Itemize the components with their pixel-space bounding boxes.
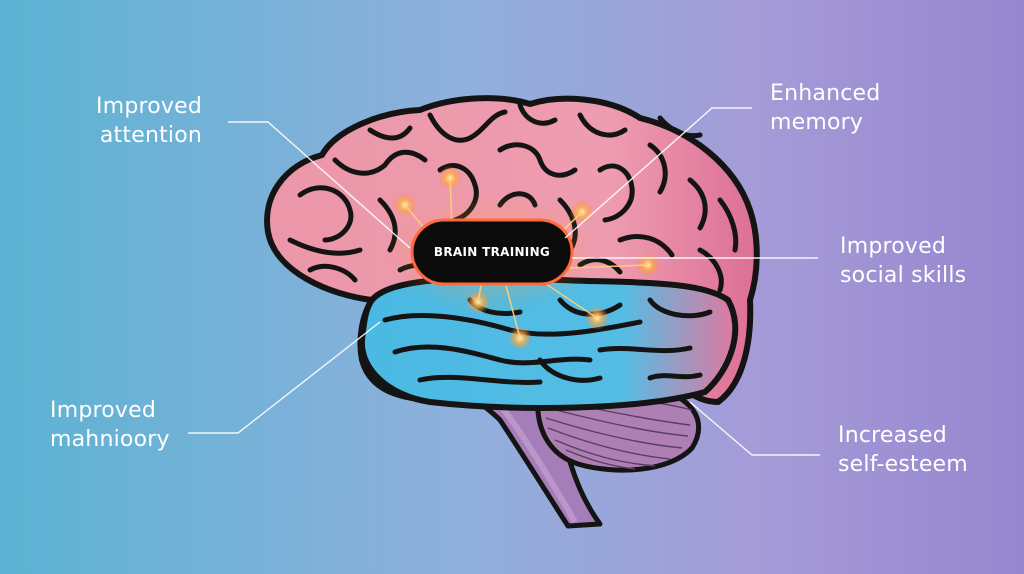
leader-line-attention [228, 121, 411, 249]
leader-lines [188, 107, 820, 456]
label-line: social skills [840, 263, 967, 288]
label-improved-social-skills: Improved social skills [840, 232, 966, 290]
brainstem-shade [497, 403, 578, 524]
label-line: Improved [50, 398, 157, 423]
leader-line-memory [564, 107, 752, 239]
leader-line-mahnioory [188, 321, 381, 434]
label-increased-self-esteem: Increased self-esteem [838, 421, 968, 479]
label-line: mahnioory [50, 427, 170, 452]
center-capsule [410, 218, 574, 286]
label-enhanced-memory: Enhanced memory [770, 79, 880, 137]
label-line: self-esteem [838, 452, 968, 477]
label-line: attention [99, 123, 203, 148]
label-line: memory [770, 110, 864, 135]
label-improved-mahnioory: Improved mahnioory [50, 396, 170, 454]
brain-training-label: BRAIN TRAINING [433, 245, 551, 259]
temporal-lobe [358, 275, 739, 411]
label-line: Improved [840, 234, 947, 259]
label-line: Improved [96, 94, 203, 119]
label-line: Enhanced [770, 81, 881, 106]
leader-line-self-esteem [689, 401, 820, 456]
label-improved-attention: Improved attention [96, 92, 202, 150]
label-line: Increased [838, 423, 947, 448]
